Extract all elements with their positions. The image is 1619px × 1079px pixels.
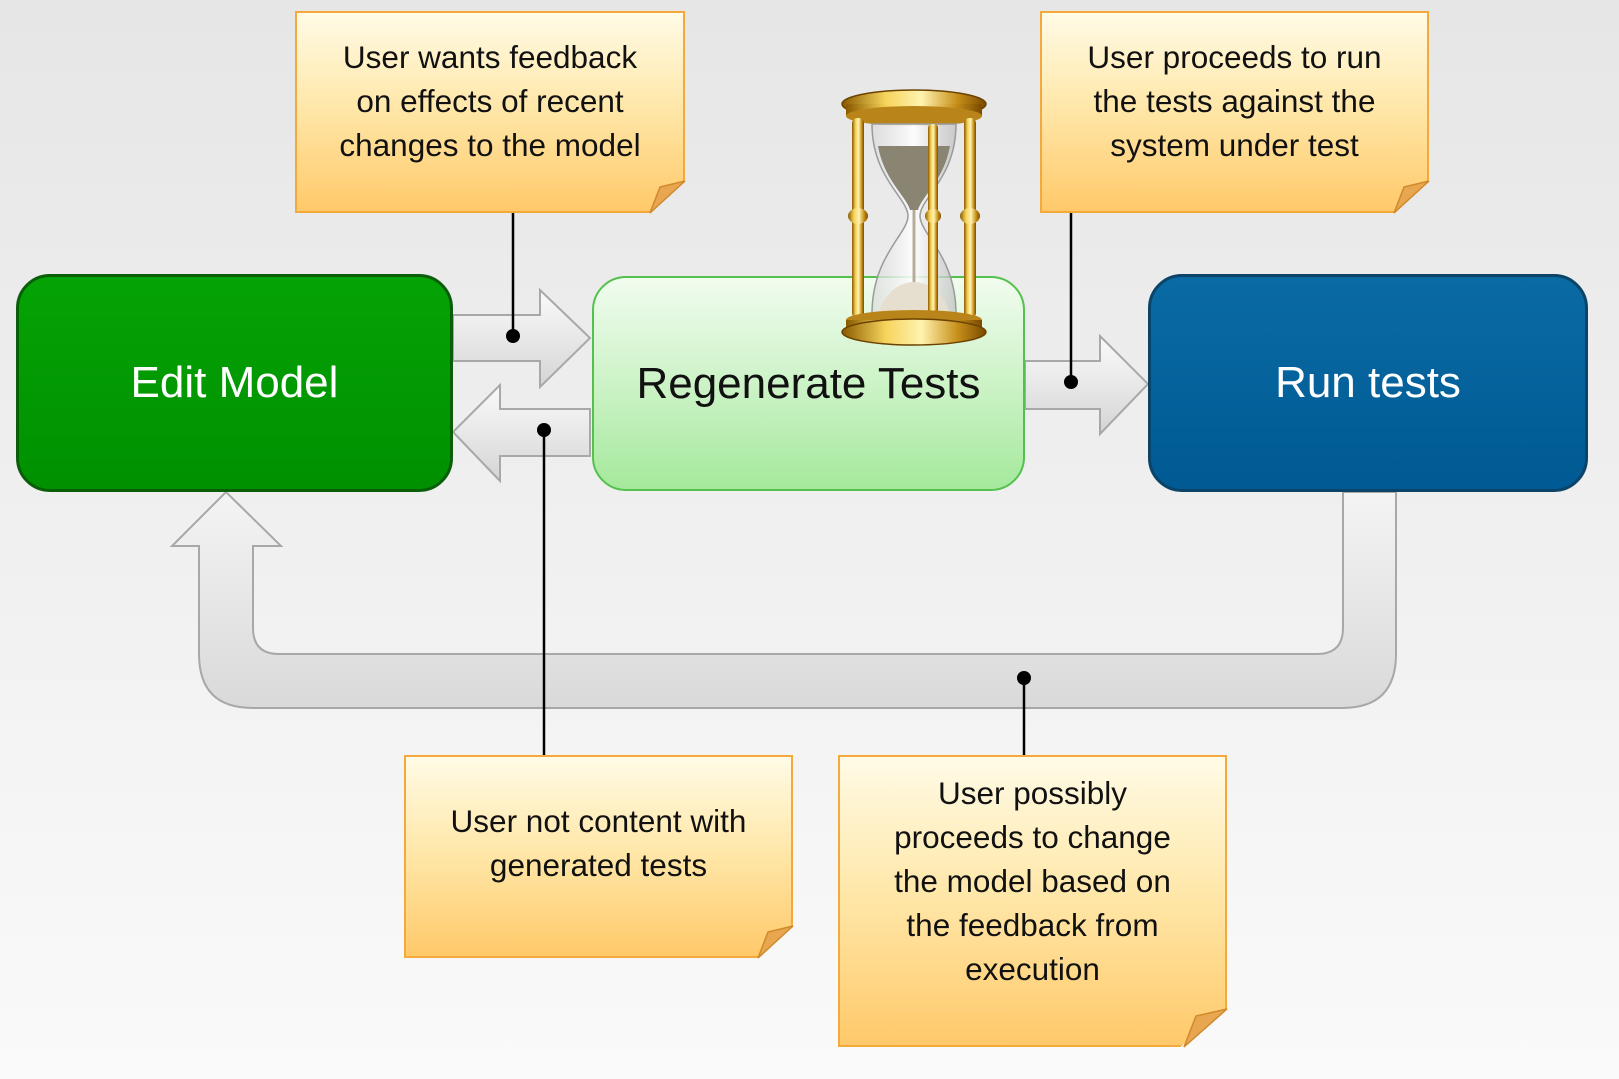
edit-model-label: Edit Model — [130, 358, 339, 407]
dot-feedback — [506, 329, 520, 343]
regenerate-tests-box: Regenerate Tests — [592, 276, 1025, 491]
run-tests-box: Run tests — [1148, 274, 1588, 492]
edit-model-box: Edit Model — [16, 274, 453, 492]
arrow-run-to-edit-loop — [169, 490, 1397, 709]
note-change-model-text: User possibly proceeds to change the mod… — [894, 775, 1171, 987]
dot-run — [1064, 375, 1078, 389]
hourglass-icon — [841, 89, 987, 346]
note-not-content: User not content with generated tests — [404, 755, 793, 958]
arrow-regenerate-to-run — [1024, 333, 1150, 437]
dot-change — [1017, 671, 1031, 685]
arrow-edit-to-regenerate — [452, 287, 592, 390]
note-feedback-text: User wants feedback on effects of recent… — [339, 39, 641, 163]
note-run-tests: User proceeds to run the tests against t… — [1040, 11, 1429, 213]
note-feedback: User wants feedback on effects of recent… — [295, 11, 685, 213]
note-run-tests-text: User proceeds to run the tests against t… — [1087, 39, 1382, 163]
regenerate-tests-label: Regenerate Tests — [636, 358, 981, 408]
arrow-regenerate-to-edit — [451, 382, 591, 484]
callout-dots — [506, 329, 1078, 685]
callout-connectors — [511, 213, 1073, 755]
dot-not-content — [537, 423, 551, 437]
note-not-content-text: User not content with generated tests — [450, 803, 747, 883]
run-tests-label: Run tests — [1275, 358, 1461, 407]
note-change-model: User possibly proceeds to change the mod… — [838, 755, 1227, 1047]
